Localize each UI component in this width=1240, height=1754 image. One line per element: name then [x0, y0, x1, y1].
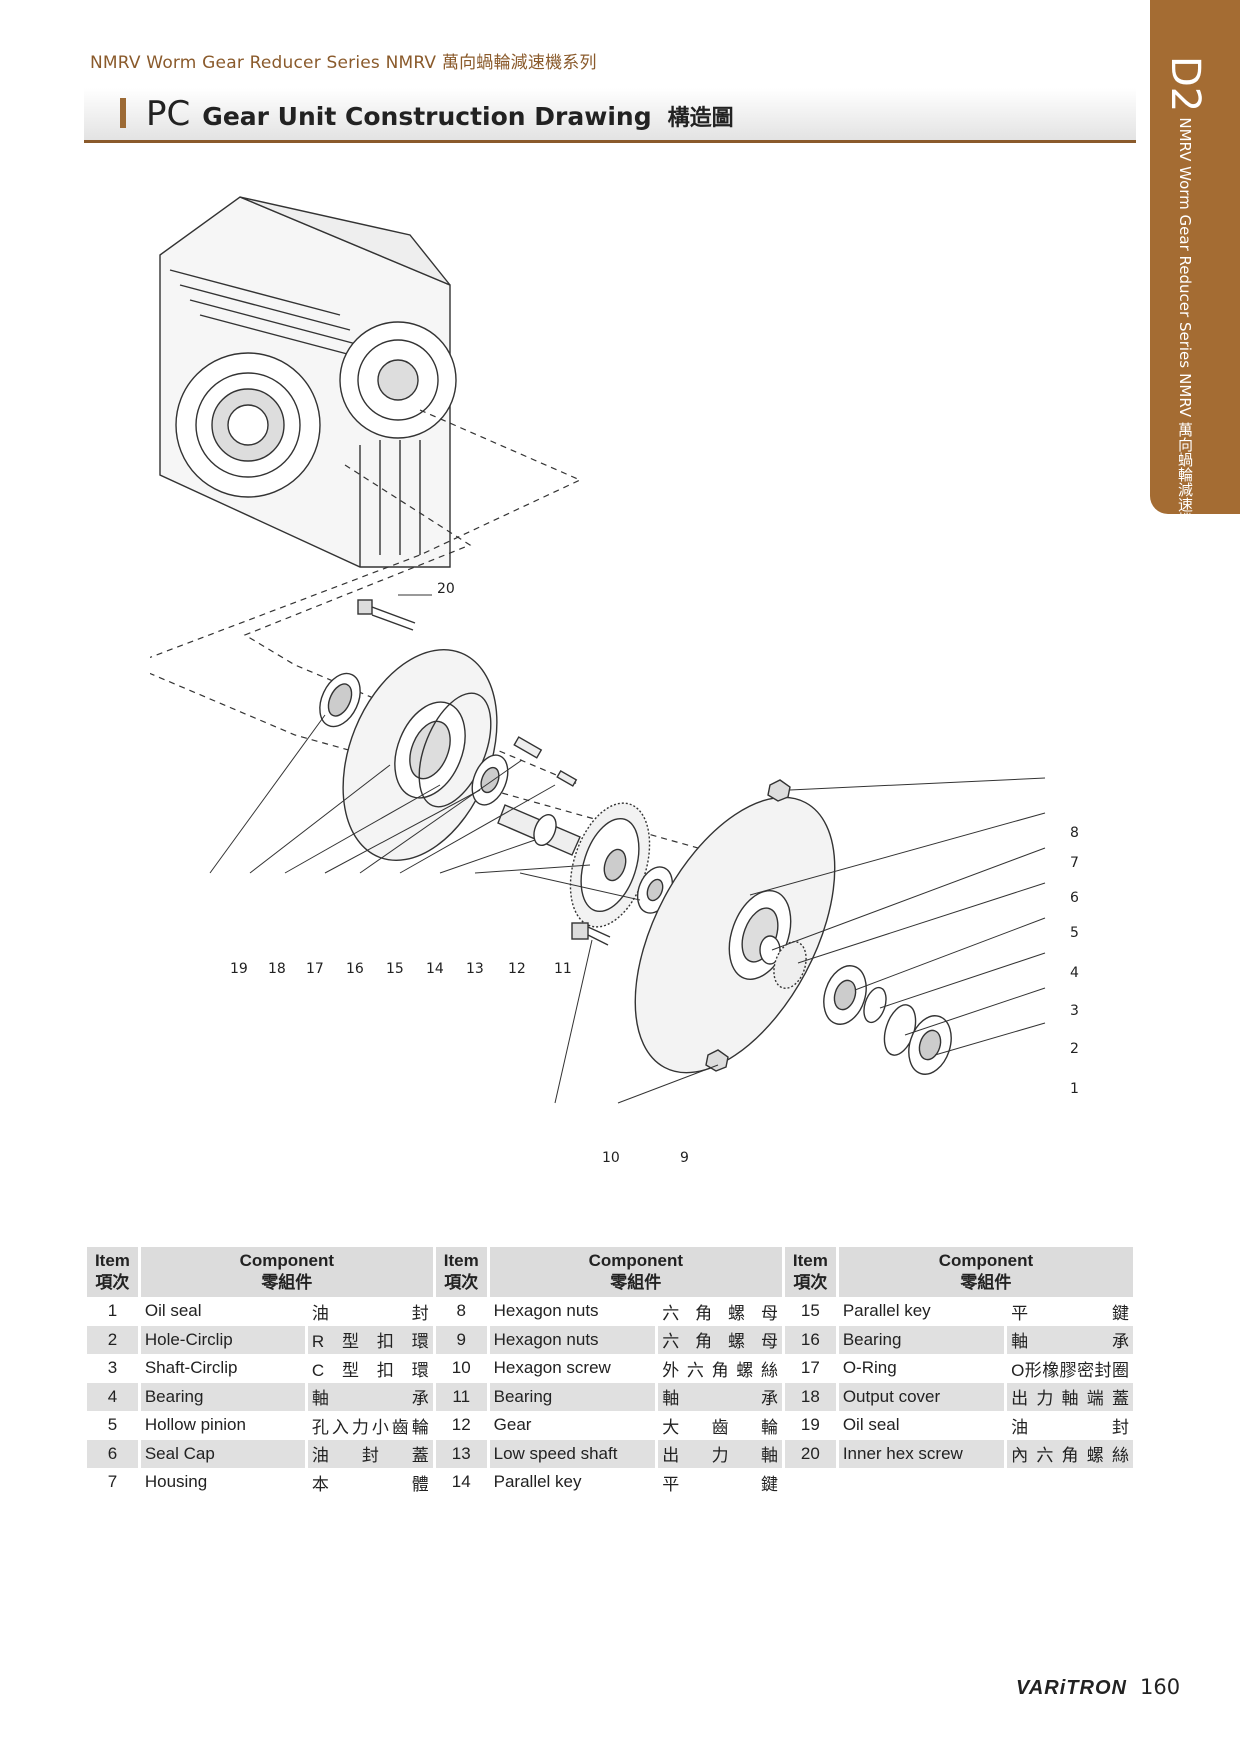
- brand-logo: VARiTRON: [1016, 1677, 1127, 1699]
- callout-20: 20: [437, 581, 455, 597]
- callout-3: 3: [1070, 1003, 1079, 1019]
- callout-15: 15: [386, 961, 404, 977]
- callout-7: 7: [1070, 855, 1079, 871]
- exploded-diagram-svg: 19 18 17 16 15 14 13 12 11 8 7 6 5 4 3 2…: [128, 196, 1079, 1166]
- callout-17: 17: [306, 961, 324, 977]
- callout-2: 2: [1070, 1041, 1079, 1057]
- side-tab: [1150, 0, 1240, 514]
- callout-16: 16: [346, 961, 364, 977]
- screw-20: [357, 599, 416, 631]
- leader-lines: [209, 594, 1046, 1104]
- callout-6: 6: [1070, 890, 1079, 906]
- callout-13: 13: [466, 961, 484, 977]
- side-tab-line1: NMRV Worm Gear Reducer Series: [1176, 117, 1194, 369]
- title-main: PC: [146, 94, 191, 134]
- title-accent: [120, 98, 126, 128]
- callout-11: 11: [554, 961, 572, 977]
- callout-8: 8: [1070, 825, 1079, 841]
- title-cn: 構造圖: [667, 106, 734, 131]
- callout-14: 14: [426, 961, 444, 977]
- page-title: PC Gear Unit Construction Drawing 構造圖: [146, 94, 734, 134]
- side-tab-line2: NMRV 萬向蝸輪減速機系列: [1176, 373, 1194, 557]
- title-bar: PC Gear Unit Construction Drawing 構造圖: [84, 88, 1136, 143]
- exploded-diagram: 19 18 17 16 15 14 13 12 11 8 7 6 5 4 3 2…: [128, 175, 1100, 1215]
- housing-drawing: [159, 196, 457, 568]
- side-tab-code: D2: [1162, 56, 1208, 113]
- callout-10: 10: [602, 1150, 620, 1166]
- series-header: NMRV Worm Gear Reducer Series NMRV 萬向蝸輪減…: [90, 53, 597, 73]
- callout-19: 19: [230, 961, 248, 977]
- callout-12: 12: [508, 961, 526, 977]
- callout-4: 4: [1070, 965, 1079, 981]
- title-sub: Gear Unit Construction Drawing: [202, 102, 652, 131]
- callout-1: 1: [1070, 1081, 1079, 1097]
- callout-9: 9: [680, 1150, 689, 1166]
- page-number: 160: [1140, 1675, 1181, 1699]
- callout-18: 18: [268, 961, 286, 977]
- side-tab-text: D2 NMRV Worm Gear Reducer Series NMRV 萬向…: [1162, 56, 1208, 557]
- callout-5: 5: [1070, 925, 1079, 941]
